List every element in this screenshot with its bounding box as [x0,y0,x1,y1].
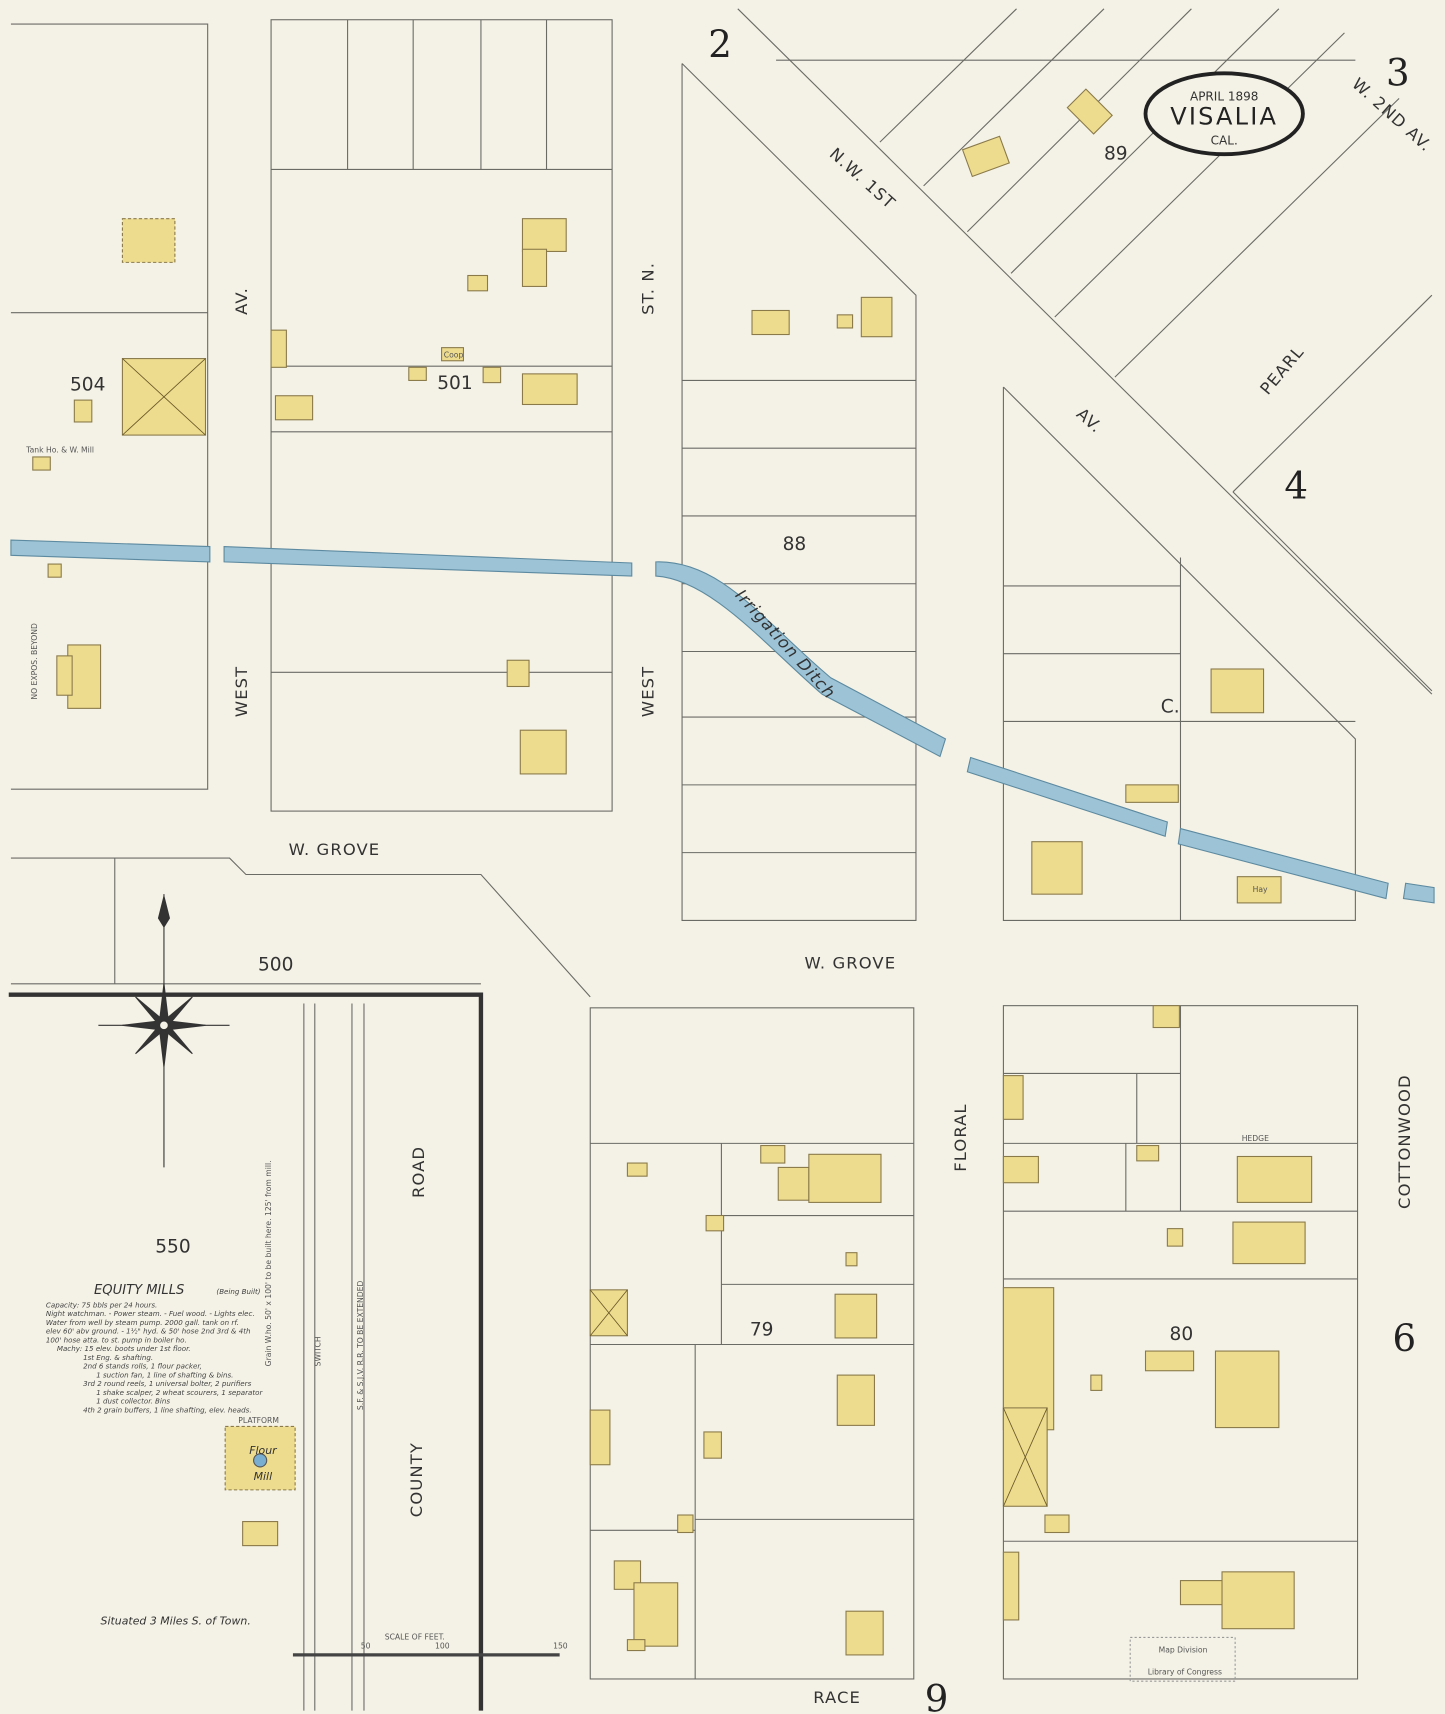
sheet-number: 3 [1386,51,1410,94]
block-501: 501 [437,373,472,394]
mill-title: Equity Mills [94,1283,184,1298]
mill-subtitle: (Being Built) [216,1287,260,1296]
street-west-st-1: St. N. [639,262,658,315]
block-500: 500 [258,955,293,976]
north-arrow-icon [98,894,230,1168]
title-state: Cal. [1211,133,1238,147]
title-city: Visalia [1170,103,1278,131]
adjoining-sheet-2: 2 [708,23,732,66]
adjoining-sheet-9: 9 [925,1678,949,1714]
mill-note: 1st Eng. & shafting. [83,1353,153,1362]
mill-platform: Platform [238,1416,279,1425]
mill-note: 1 dust collector. Bins [96,1397,170,1406]
street-nw-1st: N.W. 1st [826,144,899,213]
hay-label: Hay [1253,885,1268,894]
ditch-label: Irrigation Ditch [732,586,840,703]
cross-marks [122,358,1048,1507]
stamp-line-2: Library of Congress [1148,1668,1222,1677]
adjoining-sheet-6: 6 [1393,1317,1417,1360]
library-stamp: Map Division Library of Congress [1129,1636,1236,1682]
street-floral: Floral [951,1103,970,1171]
mill-note: 2nd 6 stands rolls, 1 flour packer, [83,1362,202,1371]
tank-label: Tank Ho. & W. Mill [25,446,94,455]
mill-note: 4th 2 grain buffers, 1 line shafting, el… [83,1405,252,1414]
street-w-grove-north: W. Grove [289,840,381,859]
block-c: C. [1161,697,1180,718]
adjoining-sheet-4: 4 [1284,464,1308,507]
switch-label: Switch [313,1336,322,1366]
street-west-av-2: West [232,666,251,717]
stamp-line-1: Map Division [1159,1646,1208,1655]
irrigation-ditch [10,539,1435,904]
no-exposure-label: No Expos. Beyond [30,623,39,700]
block-504: 504 [70,374,105,395]
mill-note: 1 suction fan, 1 line of shafting & bins… [96,1370,233,1379]
buildings [32,88,1313,1656]
street-cottonwood: Cottonwood [1395,1074,1414,1209]
mill-note: Water from well by steam pump. 2000 gall… [46,1318,239,1327]
railroad-and-county-road [8,992,484,1711]
mill-note: Machy: 15 elev. boots under 1st floor. [57,1344,191,1353]
coop-label: Coop [444,350,464,359]
equity-mills-notes: Equity Mills (Being Built) Capacity: 75 … [46,1160,279,1627]
street-road: Road [409,1146,428,1198]
title-cartouche: April 1898 Visalia Cal. [1143,71,1305,157]
mill-note: elev 60' abv ground. - 1½" hyd. & 50' ho… [46,1327,251,1336]
street-w-grove-south: W. Grove [804,953,896,972]
street-pearl-av: Av. [1073,404,1106,437]
scale-label: Scale of Feet. [385,1633,445,1642]
street-west-st-2: West [639,666,658,717]
mill-note: 1 shake scalper, 2 wheat scourers, 1 sep… [96,1388,263,1397]
scale-tick: 150 [553,1641,568,1650]
block-numbers: 504 501 88 89 500 550 79 80 C. [70,144,1193,1345]
mill-note: Night watchman. - Power steam. - Fuel wo… [46,1309,255,1318]
street-race: Race [813,1688,861,1707]
mill-note: Capacity: 75 bbls per 24 hours. [46,1300,157,1309]
block-80: 80 [1170,1324,1194,1345]
railroad-label: S.F. & S.J.V. R.R. To be extended [356,1281,365,1411]
block-89: 89 [1104,144,1128,165]
mill-note: 3rd 2 round reels, 1 universal bolter, 2… [83,1379,252,1388]
hedge-label: Hedge [1242,1134,1269,1143]
mill-building-1: Flour [249,1444,278,1457]
block-88: 88 [783,534,807,555]
street-pearl: Pearl [1256,342,1307,398]
scale-tick: 100 [435,1641,450,1650]
scale-tick: 50 [361,1641,371,1650]
well-icon [253,1453,268,1468]
scale-bar: Scale of Feet. 50 100 150 [292,1633,568,1657]
street-west-av-1: Av. [232,287,251,315]
mill-building-2: Mill [254,1470,273,1483]
block-550: 550 [155,1237,190,1258]
mill-note: 100' hose atta. to st. pump in boiler ho… [46,1335,187,1344]
street-county: County [407,1442,426,1517]
location-note: Situated 3 Miles S. of Town. [101,1614,251,1627]
grain-warehouse-note: Grain W.ho. 50' x 100' to be built here.… [264,1160,273,1366]
title-date: April 1898 [1190,90,1258,104]
block-79: 79 [750,1320,774,1341]
